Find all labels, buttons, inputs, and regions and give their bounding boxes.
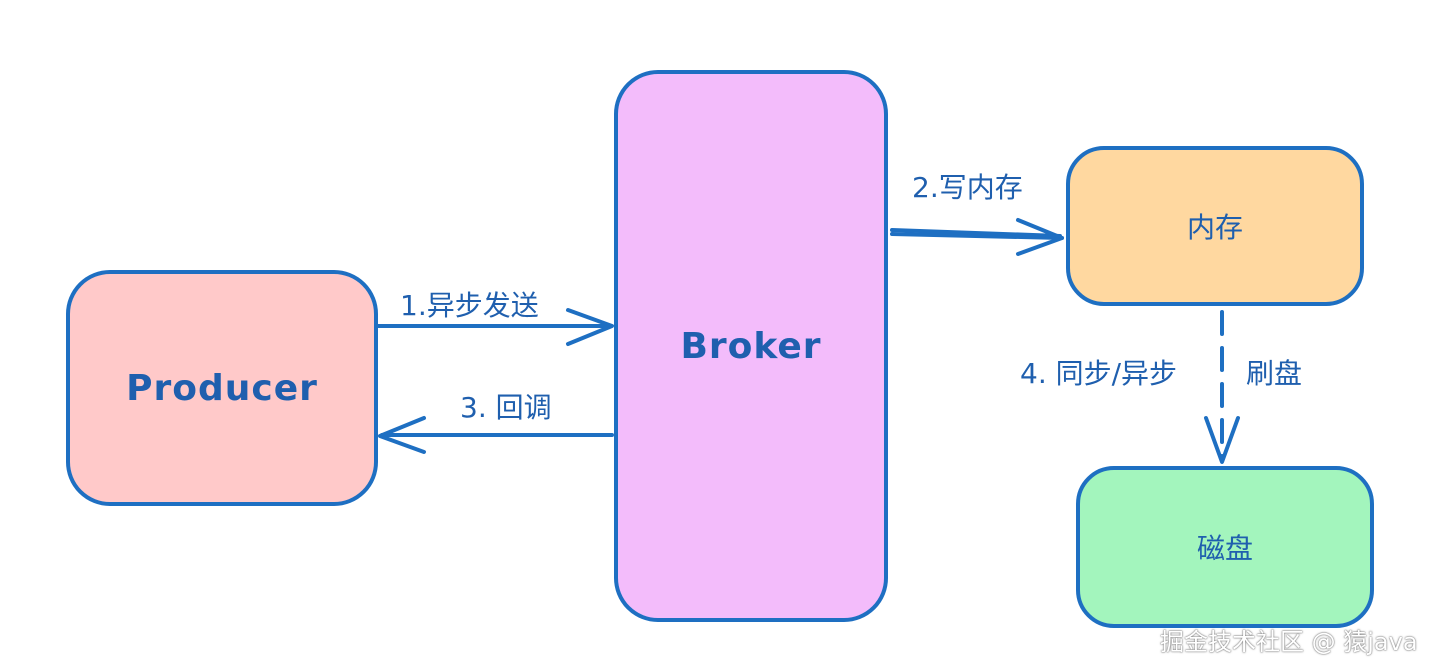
- edge-label-write-memory: 2.写内存: [912, 171, 1023, 204]
- memory-node: 内存: [1066, 146, 1364, 306]
- arrow-async-send: [370, 308, 614, 346]
- edge-label-flush: 刷盘: [1246, 357, 1303, 390]
- disk-node: 磁盘: [1076, 466, 1374, 628]
- producer-label: Producer: [126, 367, 318, 409]
- producer-node: Producer: [66, 270, 378, 506]
- memory-label: 内存: [1186, 211, 1243, 244]
- broker-node: Broker: [614, 70, 888, 622]
- edge-label-callback: 3. 回调: [460, 391, 552, 424]
- edge-label-async-send: 1.异步发送: [400, 289, 539, 322]
- arrow-callback: [378, 416, 614, 454]
- edge-label-sync-async: 4. 同步/异步: [1020, 357, 1178, 390]
- watermark-text: 掘金技术社区 @ 猿java: [1160, 628, 1418, 656]
- broker-label: Broker: [680, 325, 822, 367]
- arrow-flush: [1204, 310, 1240, 464]
- disk-label: 磁盘: [1196, 532, 1253, 565]
- arrow-write-memory: [890, 218, 1064, 256]
